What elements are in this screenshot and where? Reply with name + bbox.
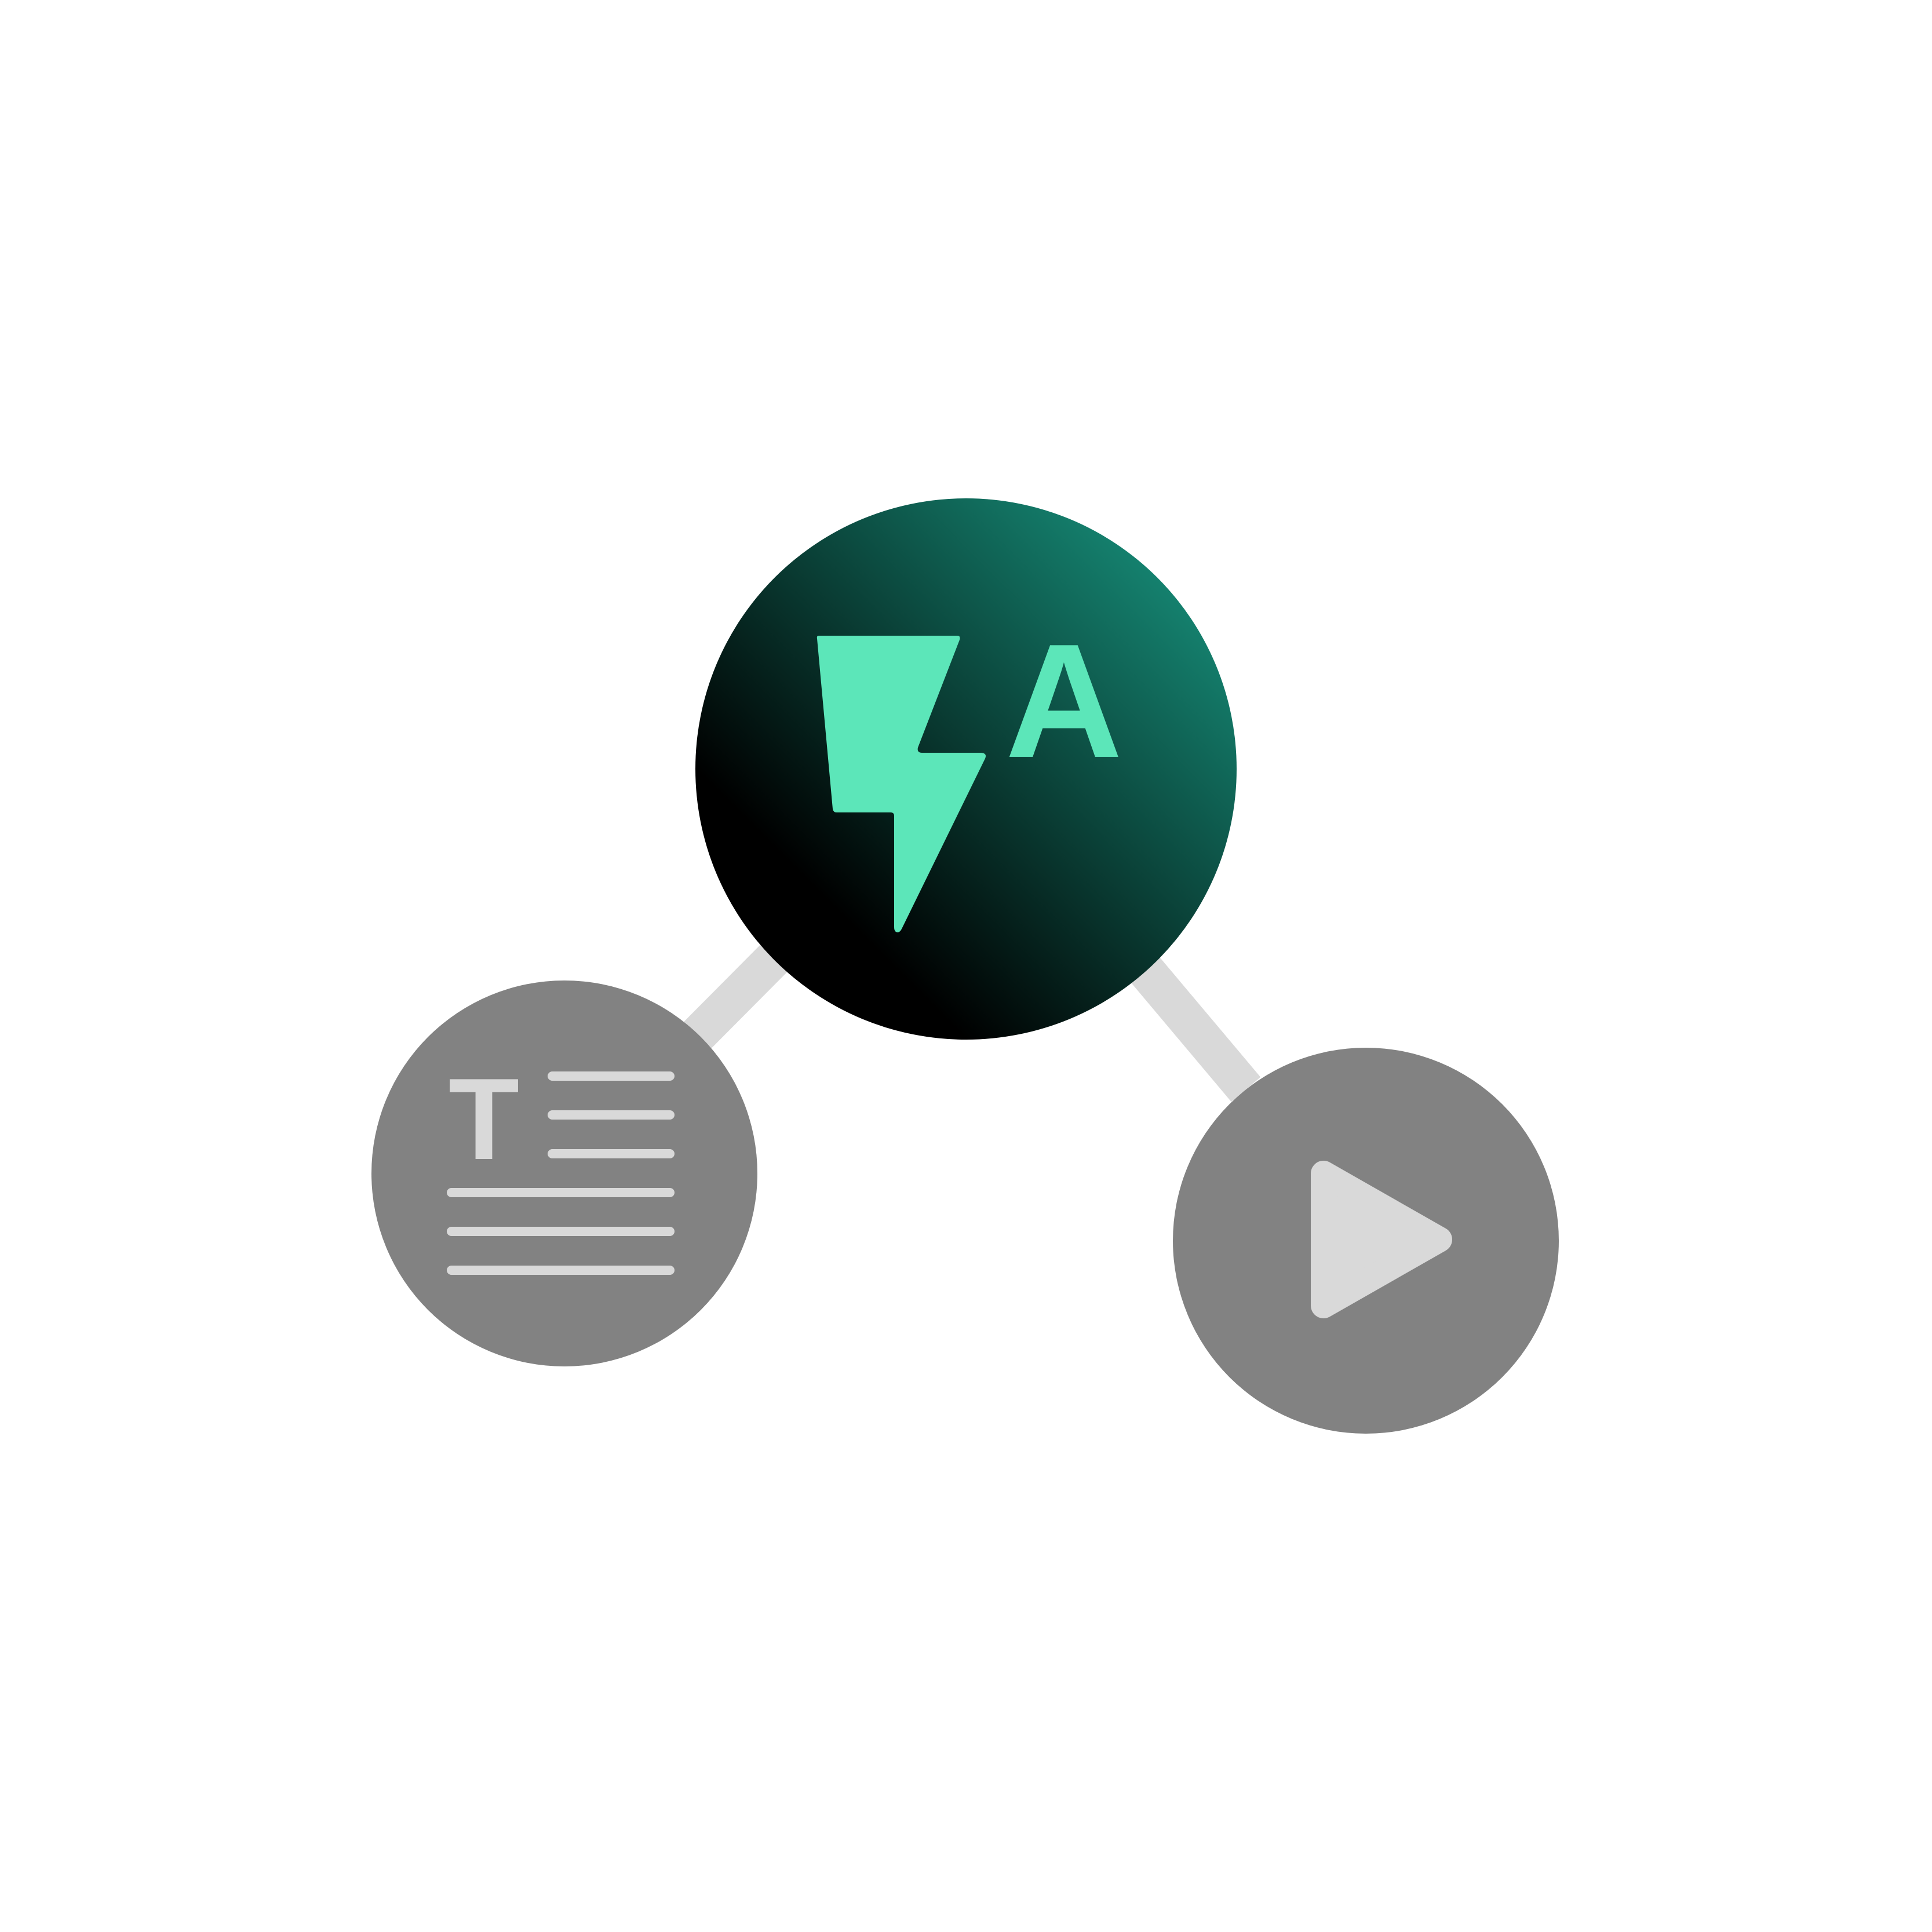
document-letter-t: T <box>449 1055 519 1184</box>
hub-letter-a: A <box>1005 611 1122 792</box>
lightning-bolt-icon <box>816 636 986 932</box>
connector-document-to-hub <box>681 935 797 1051</box>
hub-node: A <box>695 498 1237 1040</box>
text-document-icon <box>447 1071 675 1275</box>
document-node: T <box>371 980 757 1366</box>
connectors <box>681 935 1261 1102</box>
media-node <box>1173 1048 1559 1434</box>
document-circle <box>371 980 757 1366</box>
connector-hub-to-media <box>1129 956 1261 1102</box>
play-icon <box>1311 1161 1452 1318</box>
